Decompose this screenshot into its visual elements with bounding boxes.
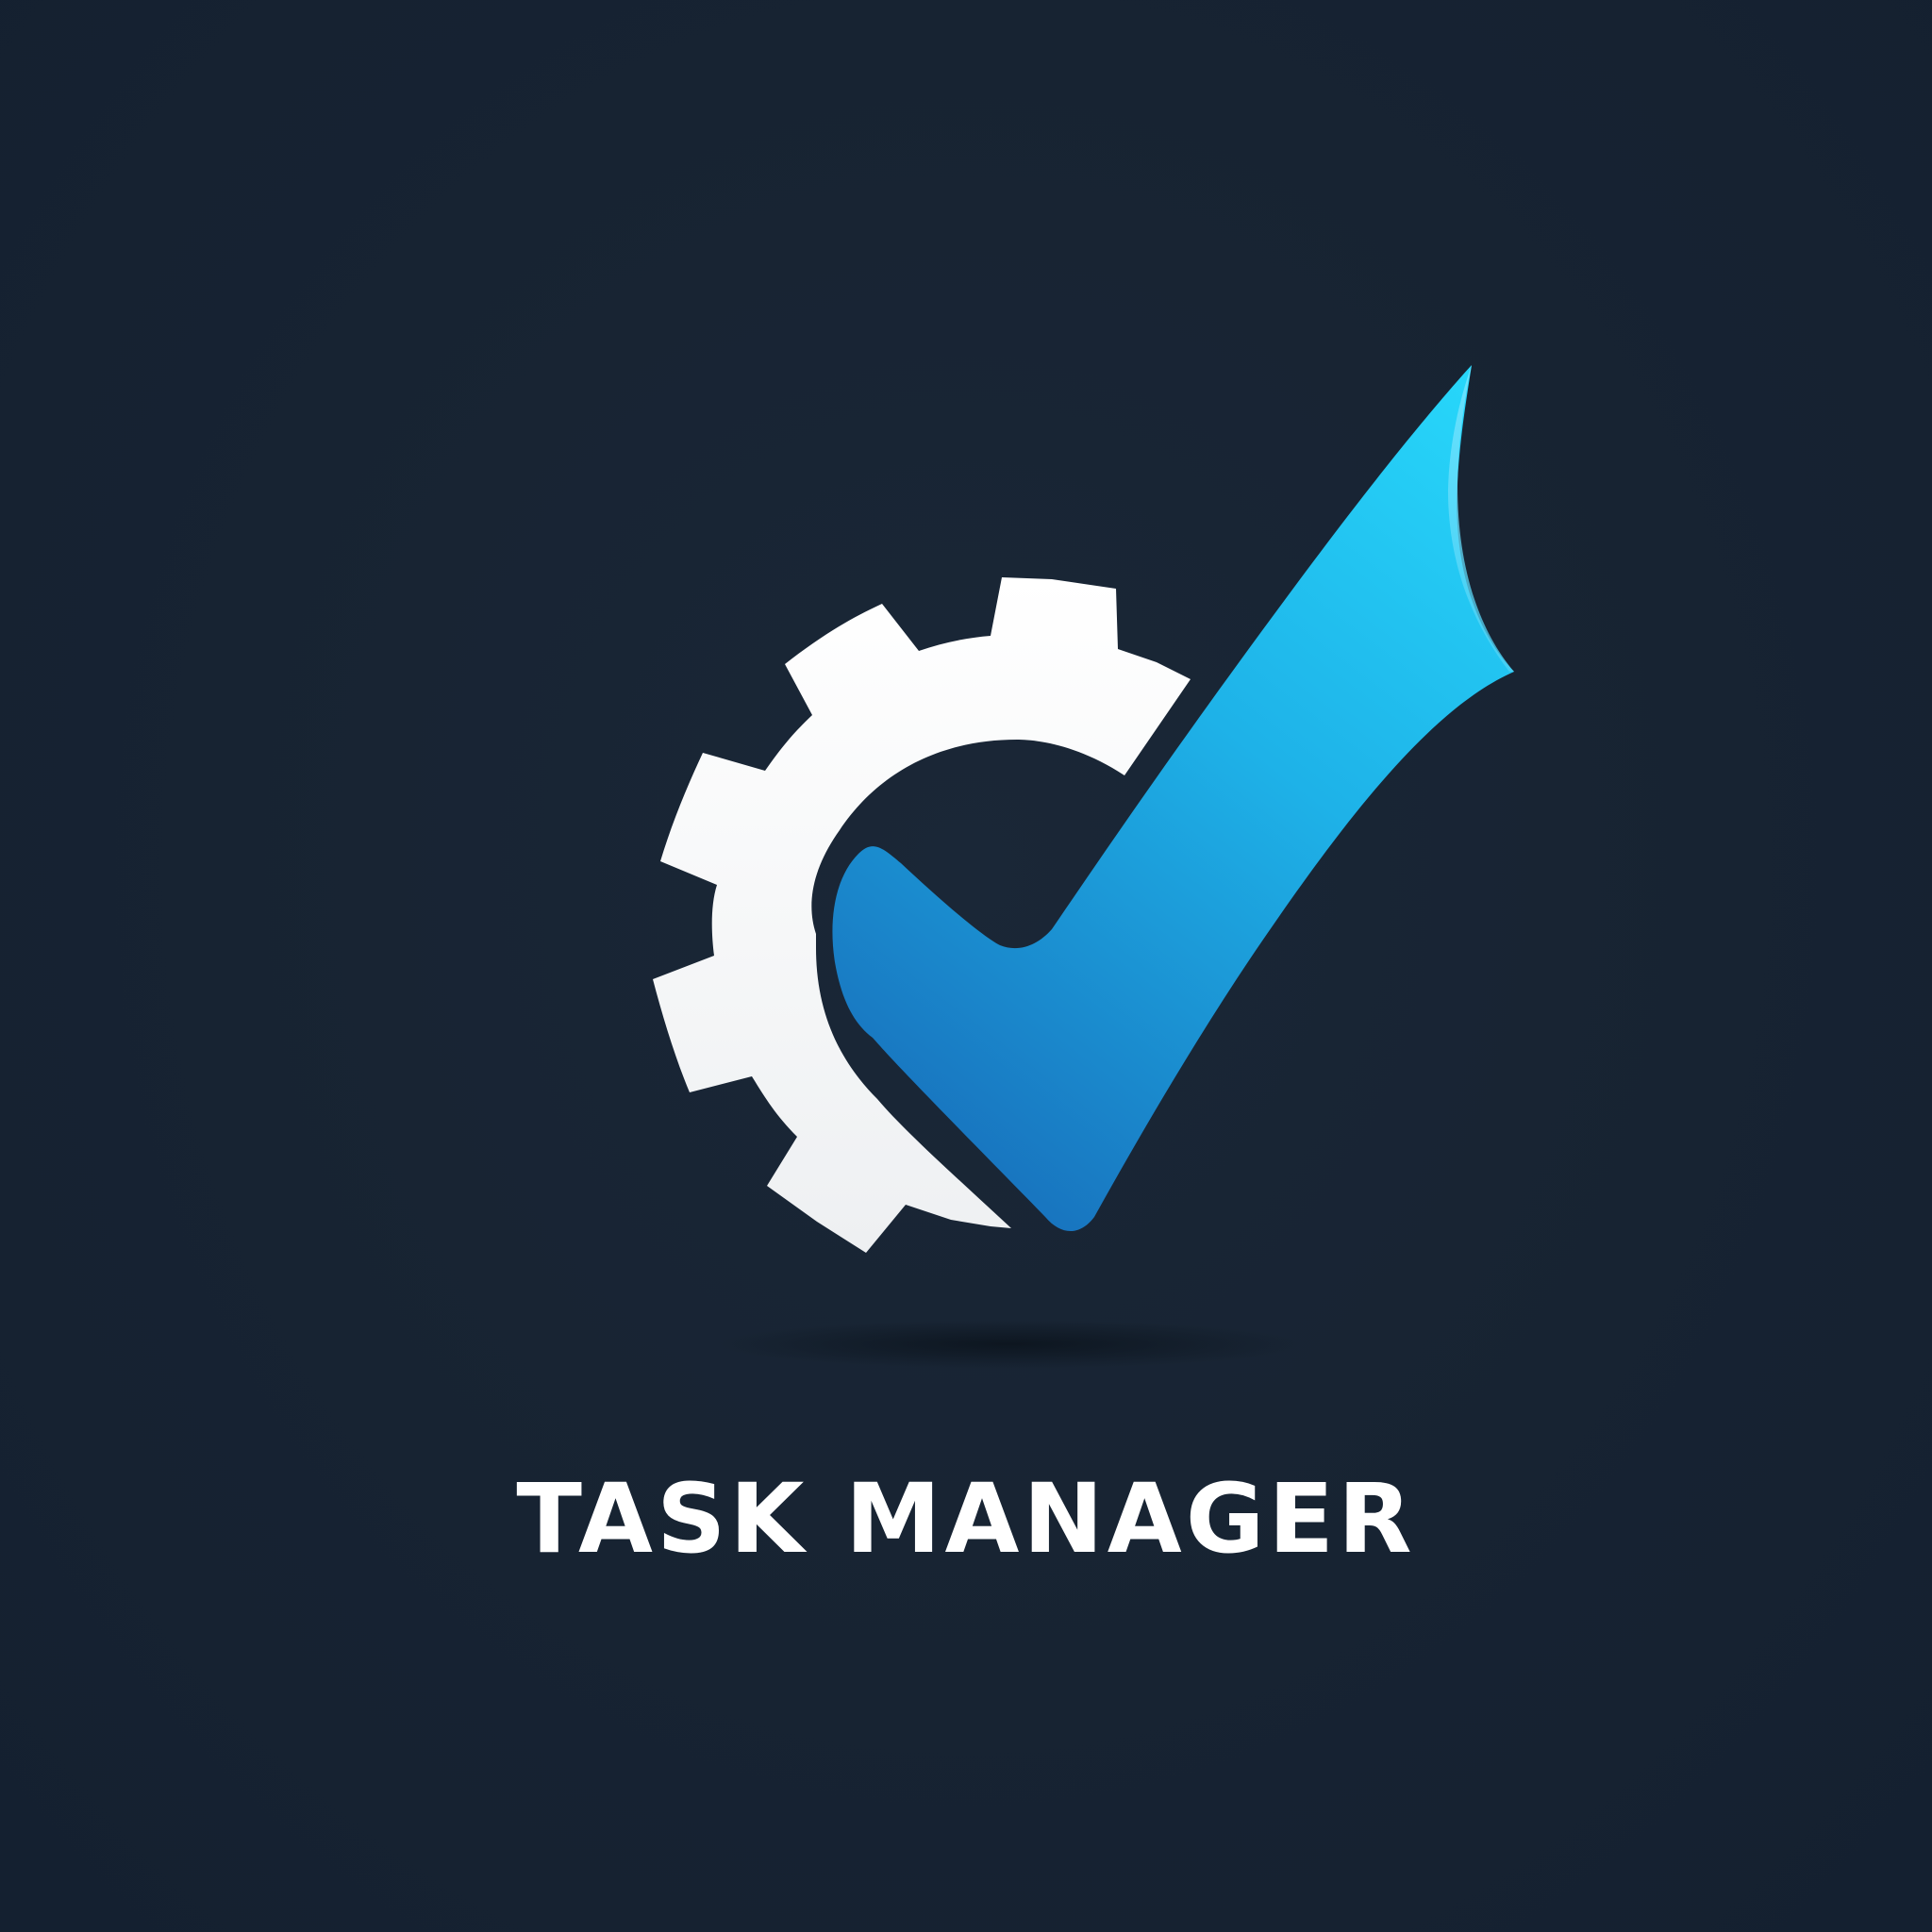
- checkmark-icon: [832, 365, 1514, 1231]
- app-title: TASK MANAGER: [516, 1463, 1416, 1575]
- gear-icon: [653, 577, 1191, 1253]
- logo-shadow: [717, 1320, 1302, 1369]
